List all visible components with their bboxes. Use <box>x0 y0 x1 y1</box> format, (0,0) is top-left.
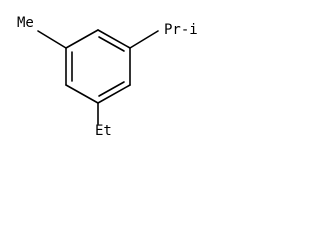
isopropyl-bond <box>129 30 159 49</box>
ring-bond-bottom-right <box>97 84 131 104</box>
ethyl-label: Et <box>95 123 112 139</box>
ring-bond-top-left <box>65 29 99 49</box>
structure-diagram <box>0 0 229 165</box>
ring-bond-bottom-left <box>65 84 99 104</box>
benzene-ring-drawing <box>37 29 159 125</box>
ring-bond-top-right <box>97 29 131 49</box>
double-bond-inner-bottom-right <box>98 81 125 97</box>
methyl-bond <box>37 30 67 49</box>
methyl-label: Me <box>17 15 34 31</box>
double-bond-inner-top-right <box>98 36 125 52</box>
isopropyl-label: Pr-i <box>164 22 198 38</box>
